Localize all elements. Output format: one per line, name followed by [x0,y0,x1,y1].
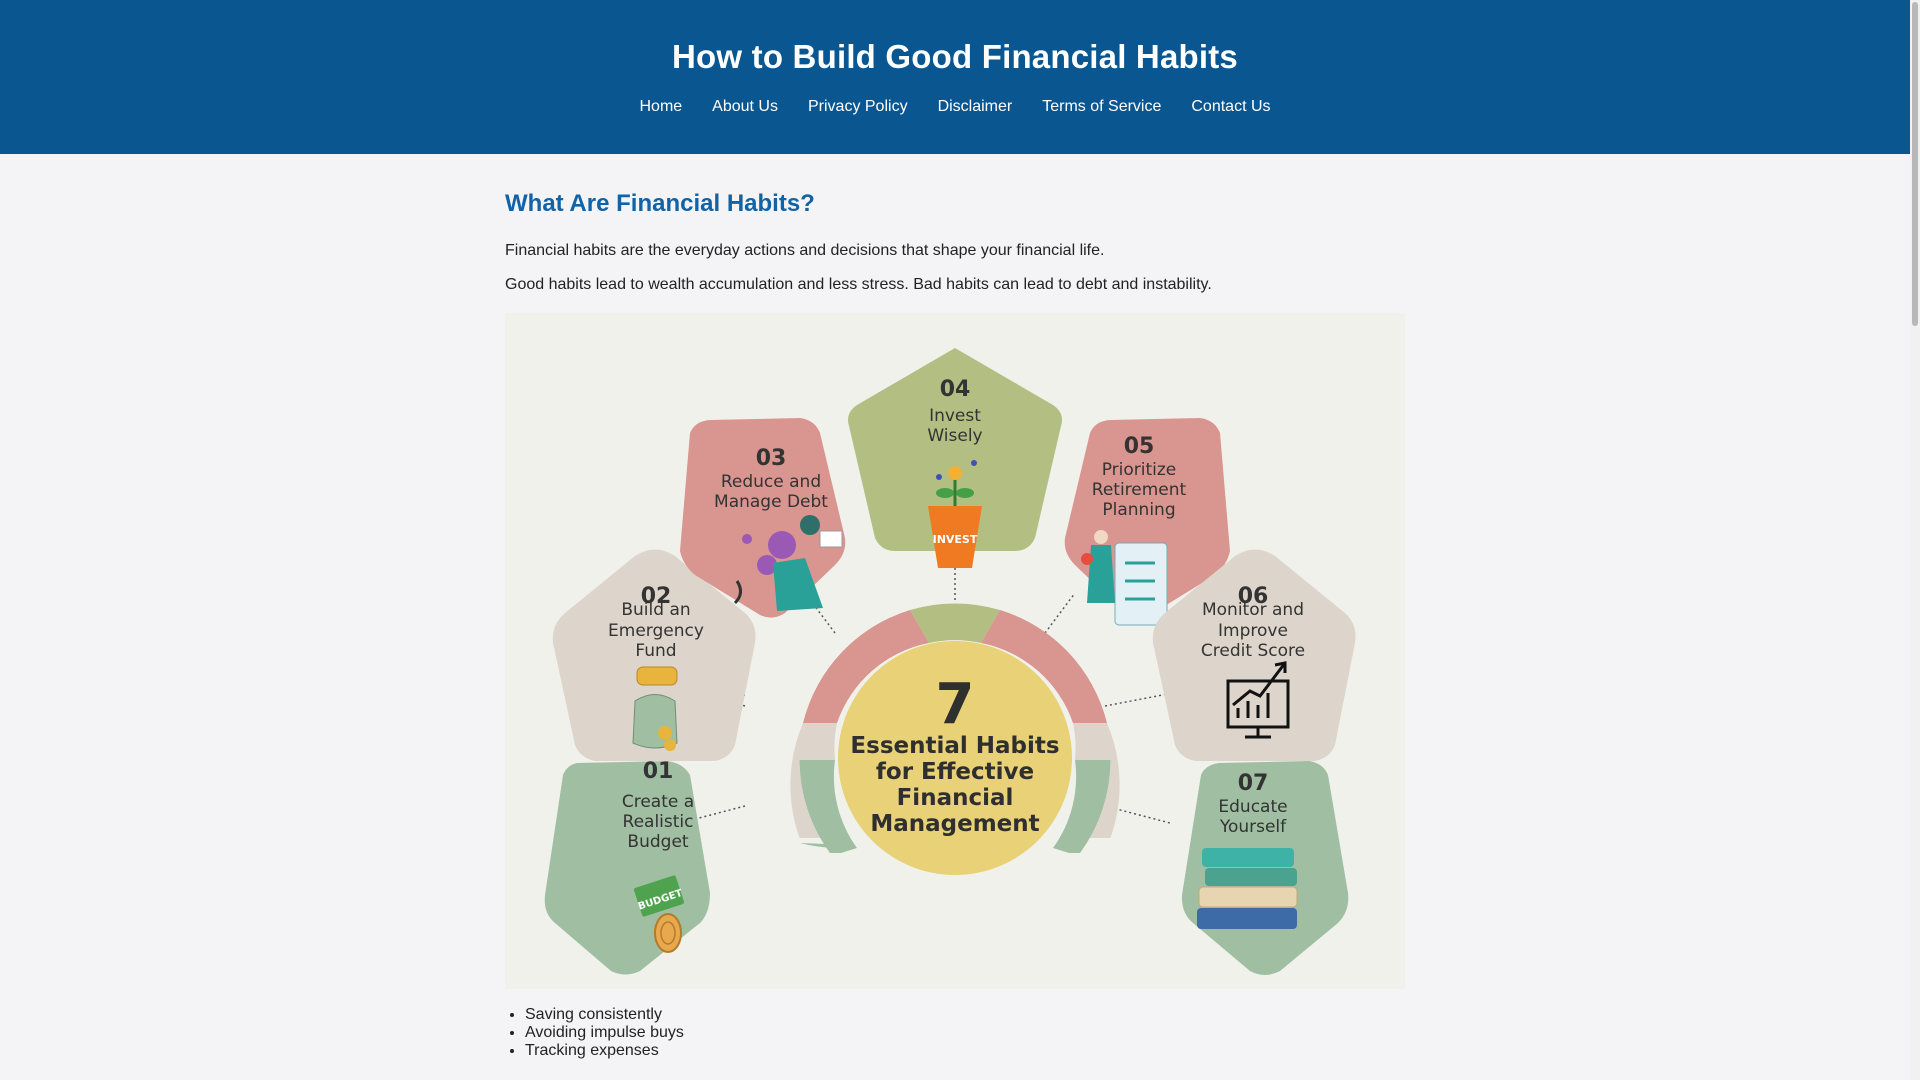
page-scrollbar[interactable] [1910,0,1920,1080]
hub-ring [790,603,1120,853]
site-header: How to Build Good Financial Habits Home … [0,0,1910,154]
growth-chart-monitor-icon [1226,661,1290,739]
nav-privacy-policy[interactable]: Privacy Policy [807,98,908,115]
habit-number: 03 [756,446,787,471]
habit-card-06: 06 Monitor and Improve Credit Score [1152,549,1356,761]
budget-money-icon: BUDGET [633,875,684,953]
habit-title-line: Wisely [927,426,982,446]
main-content: What Are Financial Habits? Financial hab… [505,190,1405,1059]
habit-title-line: Prioritize [1102,460,1177,480]
habit-title-line: Invest [929,406,981,426]
retirement-checklist-icon [1081,530,1168,626]
habit-title-line: Improve [1218,621,1288,641]
habit-title-line: Retirement [1092,480,1187,500]
hub-title: Essential Habits for Effective Financial… [850,733,1059,837]
habit-number: 06 [1238,584,1269,609]
habit-number: 01 [643,759,674,784]
habit-card-02: 02 Build an Emergency Fund [552,549,756,761]
book-stack-icon [1197,848,1298,929]
list-item: Saving consistently [525,1006,684,1024]
hub-number: 7 [936,672,975,737]
hub-title-line-1: Essential Habits [850,733,1059,759]
second-paragraph: Good habits lead to wealth accumulation … [505,276,1212,293]
coin-jar-icon [632,666,678,751]
stressed-person-icon [733,515,843,611]
habit-title-line: Budget [627,832,688,852]
invest-plant-pot-icon: INVEST [928,460,982,568]
list-item: Avoiding impulse buys [525,1024,684,1042]
financial-habits-infographic: 7 Essential Habits for Effective Financi… [505,313,1405,989]
scrollbar-thumb[interactable] [1912,2,1918,326]
habit-title-line: Fund [635,641,676,661]
nav-terms-of-service[interactable]: Terms of Service [1042,98,1162,115]
nav-about-us[interactable]: About Us [712,98,778,115]
habit-number: 05 [1124,434,1155,459]
habit-title-line: Monitor and [1202,600,1304,620]
intro-paragraph: Financial habits are the everyday action… [505,242,1105,259]
habit-title-line: Credit Score [1201,641,1305,661]
nav-home[interactable]: Home [639,98,683,115]
section-heading: What Are Financial Habits? [505,190,815,217]
nav-contact-us[interactable]: Contact Us [1191,98,1271,115]
invest-label: INVEST [933,533,978,546]
habit-title-line: Realistic [623,812,694,832]
habit-card-03: 03 Reduce and Manage Debt [680,418,846,618]
habit-title-line: Create a [622,792,694,812]
main-nav: Home About Us Privacy Policy Disclaimer … [0,98,1910,116]
hub-title-line-2: for Effective [876,759,1034,785]
hub-center [838,641,1072,875]
habit-number: 02 [641,584,672,609]
habits-list: Saving consistently Avoiding impulse buy… [505,1006,684,1060]
habit-title-line: Planning [1102,500,1175,520]
site-title: How to Build Good Financial Habits [672,38,1238,75]
habit-title-line: Reduce and [721,472,821,492]
habit-title-line: Emergency [608,621,704,641]
list-item: Tracking expenses [525,1042,684,1060]
habit-title-line: Yourself [1219,817,1287,837]
habit-card-01: 01 Create a Realistic Budget BUDGET [544,759,710,975]
hub-title-line-4: Management [870,811,1039,837]
habit-title-line: Manage Debt [714,492,828,512]
habit-card-05: 05 Prioritize Retirement Planning [1064,418,1230,626]
habit-number: 04 [940,377,971,402]
hub-title-line-3: Financial [897,785,1014,811]
nav-disclaimer[interactable]: Disclaimer [937,98,1013,115]
habit-card-04: 04 Invest Wisely INVEST [848,348,1062,568]
habit-number: 07 [1238,771,1269,796]
habit-title-line: Build an [621,600,690,620]
habit-card-07: 07 Educate Yourself [1181,761,1349,975]
habit-title-line: Educate [1218,797,1287,817]
